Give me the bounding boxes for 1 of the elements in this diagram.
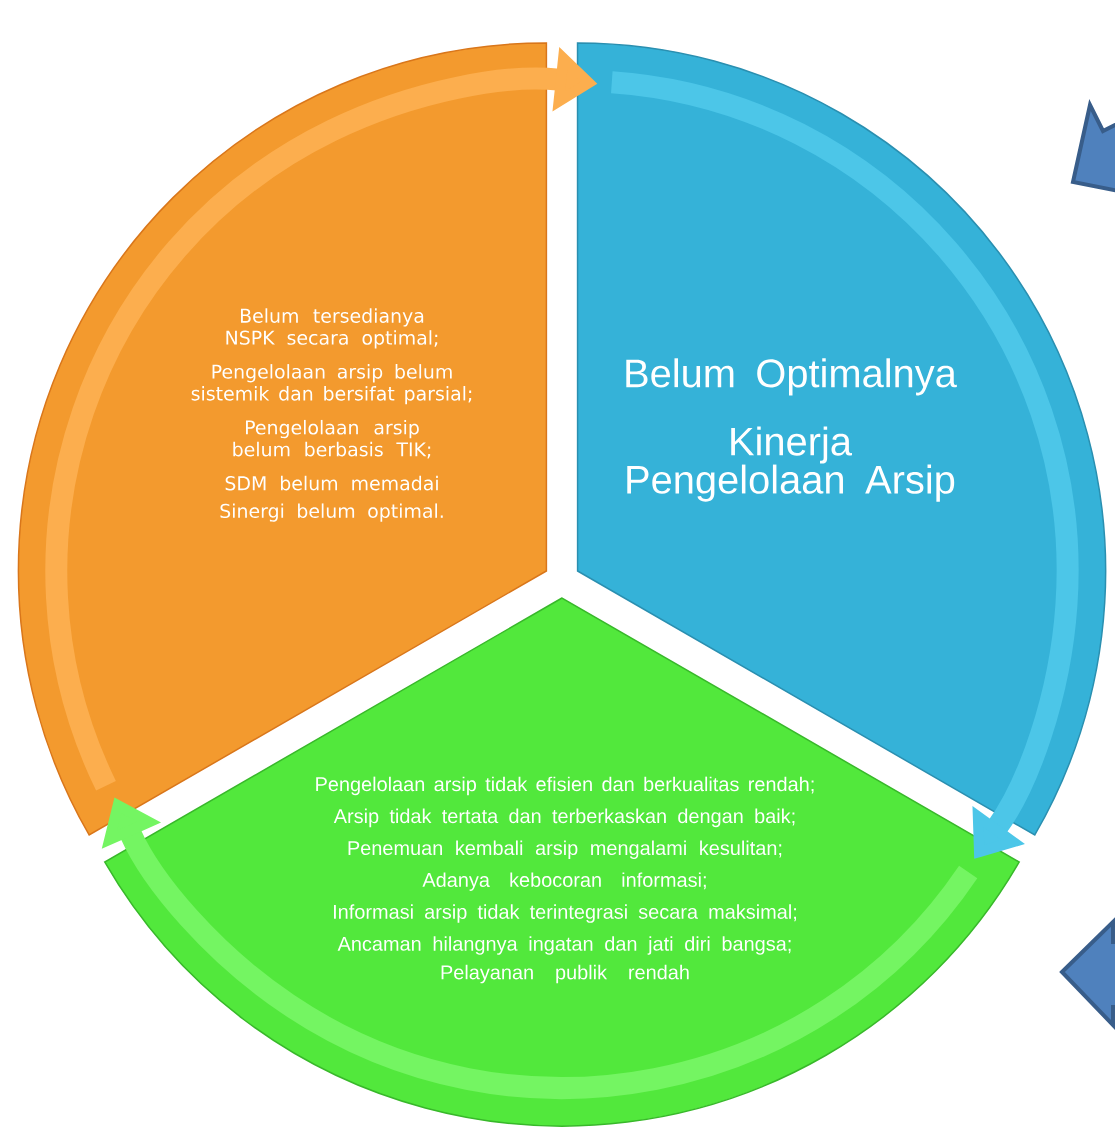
segment: Pengelolaan arsip tidak efisien dan berkualitas rendah; Arsip tidak tertata dan terberkaskan dengan baik; Penemuan kembali arsip mengalami kesulitan; Adanya kebocoran informasi; Informasi arsip tidak terintegrasi secara maksimal; Ancaman hilangnya ingatan dan jati diri bangsa; Pelayanan publik rendah [103, 597, 1020, 1127]
